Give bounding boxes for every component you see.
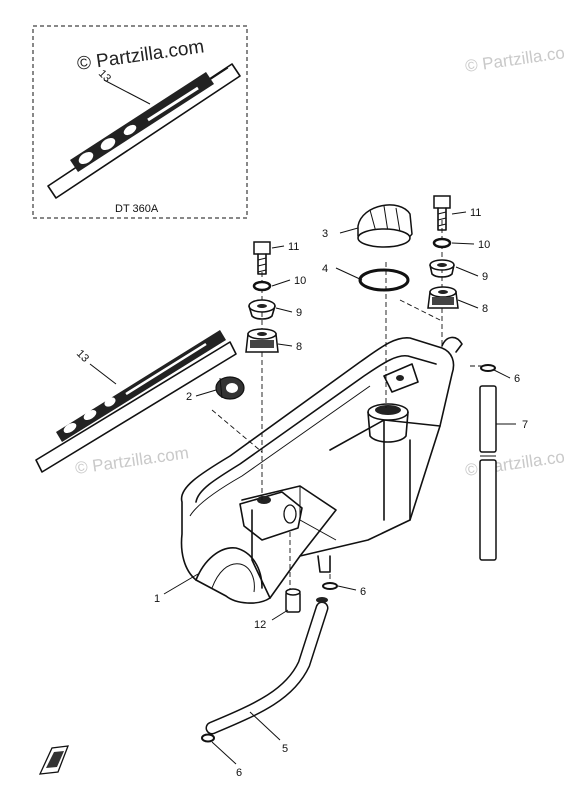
leader-lines [89,211,516,765]
callout-1: 1 [154,593,160,605]
callout-9-left: 9 [296,307,302,319]
callout-6-bottom: 6 [236,767,242,779]
callout-5: 5 [282,743,288,755]
side-decal [35,330,237,473]
fuel-hose [205,597,329,735]
washer-left [252,280,272,292]
damper-left [245,328,279,353]
callout-11-left: 11 [288,241,299,253]
damper-right [427,286,459,309]
fuel-tank [180,336,463,604]
bolt-left [253,241,271,275]
watermark-right-top: © Partzilla.com [464,41,564,76]
callouts: 1 2 3 4 5 6 6 6 7 8 8 9 9 10 10 11 11 12… [74,207,528,779]
callout-10-right: 10 [478,239,490,251]
watermark-right-mid: © Partzilla.com [464,445,564,480]
callout-2: 2 [186,391,192,403]
callout-3: 3 [322,228,328,240]
clip-bottom [201,733,215,743]
watermark-main: © Partzilla.com [76,36,206,75]
spacer [285,588,301,613]
callout-4: 4 [322,263,328,275]
fuel-cap [357,204,413,248]
callout-6-top: 6 [514,373,520,385]
callout-7: 7 [522,419,528,431]
clip-middle [322,582,338,590]
callout-8-left: 8 [296,341,302,353]
watermark-center: © Partzilla.com [74,443,190,478]
bolt-right [433,195,451,231]
callout-6-middle: 6 [360,586,366,598]
inset-decal [47,63,241,199]
callout-10-left: 10 [294,275,306,287]
callout-8-right: 8 [482,303,488,315]
collar-left [248,299,276,320]
washer-right [432,237,452,249]
clip-top [480,364,496,372]
vent-hose [479,385,497,561]
callout-11-right: 11 [470,207,481,219]
grommet [215,376,245,400]
front-direction-icon [38,745,69,775]
callout-13: 13 [74,348,91,365]
collar-right [429,259,455,278]
inset-caption: DT 360A [115,203,159,215]
callout-9-right: 9 [482,271,488,283]
inset-box: 13 DT 360A [32,25,248,219]
cap-gasket [358,268,410,292]
callout-12: 12 [254,619,266,631]
